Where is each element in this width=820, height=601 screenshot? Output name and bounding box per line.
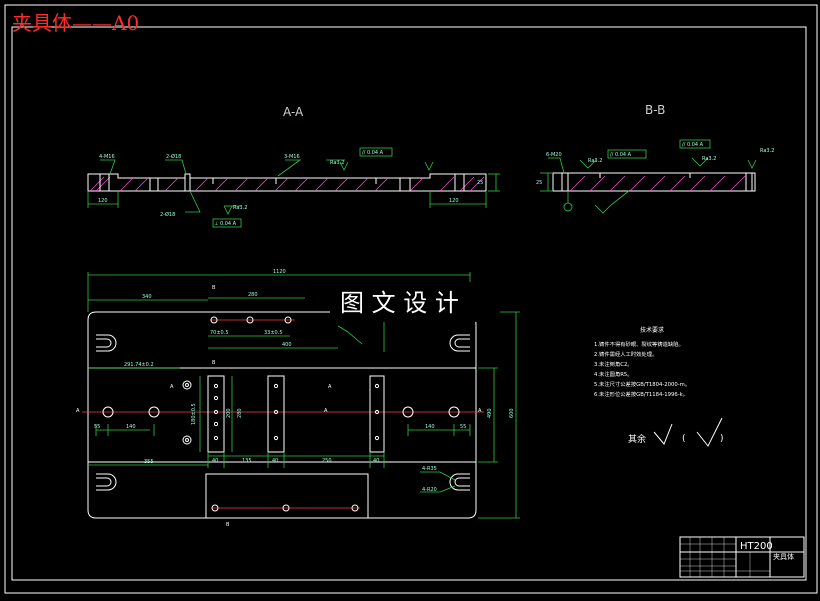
dim-strip-40a: 40 (212, 458, 218, 464)
material-label: HT200 (740, 541, 773, 552)
roughness-paren-close: ) (720, 434, 724, 444)
aa-dimensions (87, 147, 500, 228)
aa-hatch (89, 176, 485, 192)
dim-left-140: 140 (126, 424, 136, 430)
bb-body-outline (552, 172, 756, 192)
tech-line-6: 6.未注形位公差按GB/T1184-1996-k。 (594, 390, 688, 398)
u-slots (96, 334, 470, 491)
dim-height-490: 490 (487, 408, 493, 418)
dim-strip-200: 200 (226, 408, 232, 418)
tech-line-2: 2.铸件需经人工时效处理。 (594, 350, 657, 358)
dim-overall: 1120 (273, 269, 286, 275)
bb-holes (561, 172, 753, 192)
tech-line-4: 4.未注圆角R5。 (594, 370, 633, 378)
plan-dimension-texts: 1120 340 280 400 70±0.5 33±0.5 291.74±0.… (76, 269, 515, 528)
dim-mid-span: 280 (248, 292, 258, 298)
roughness-symbol-1 (653, 423, 673, 445)
dim-strip-135: 135 (242, 458, 252, 464)
label-a-top2: A (328, 384, 332, 390)
bb-roughness-far: Ra3.2 (760, 148, 774, 154)
tech-line-5: 5.未注尺寸公差按GB/T1804-2000-m。 (594, 380, 690, 388)
aa-height: 25 (477, 180, 483, 186)
part-name: 夹具体 (773, 552, 794, 561)
bb-hatch (569, 175, 746, 192)
bottom-block (205, 473, 369, 519)
label-b-mid: B (212, 360, 216, 366)
watermark-backdrop (330, 282, 500, 322)
roughness-paren-open: ( (682, 434, 686, 444)
locating-strips (207, 375, 385, 453)
roughness-symbol-2 (696, 417, 723, 447)
dim-left-55: 55 (94, 424, 100, 430)
label-a-mid: A (324, 408, 328, 414)
dim-strip-280: 280 (237, 408, 243, 418)
plan-view: 1120 340 280 400 70±0.5 33±0.5 291.74±0.… (76, 269, 520, 528)
inner-frame (11, 26, 807, 581)
aa-flatness-top: // 0.04 A (362, 150, 384, 156)
bb-roughness-left: Ra3.2 (588, 158, 602, 164)
technical-requirements: 技术要求 1.铸件不得有砂眼、裂纹等铸造缺陷。 2.铸件需经人工时效处理。 3.… (594, 326, 724, 447)
aa-width-left: 120 (98, 198, 108, 204)
outer-frame (4, 4, 818, 594)
dim-right-140: 140 (425, 424, 435, 430)
tech-heading: 技术要求 (640, 326, 664, 334)
aa-body-outline (87, 173, 487, 192)
bb-dimensions (540, 139, 757, 214)
label-a-top: A (170, 384, 174, 390)
label-b-top: B (212, 285, 216, 291)
tech-line-1: 1.铸件不得有砂眼、裂纹等铸造缺陷。 (594, 340, 684, 348)
aa-flatness-bottom: ⊥ 0.04 A (214, 221, 237, 227)
dim-bolt-offset: 291.74±0.2 (124, 362, 154, 368)
section-aa-label: A-A (283, 105, 304, 119)
dim-slot-span: 400 (282, 342, 292, 348)
aa-holes (99, 173, 465, 192)
bb-flatness-right: // 0.04 A (682, 142, 704, 148)
roughness-rest-label: 其余 (628, 433, 646, 445)
bb-roughness-right: Ra3.2 (702, 156, 716, 162)
dim-left-span: 340 (142, 294, 152, 300)
aa-holes-mid: 2-Ø18 (166, 153, 181, 160)
dim-side-height: 180±0.5 (191, 403, 197, 425)
label-a-right: A (478, 408, 482, 414)
title-block: HT200 夹具体 (679, 536, 805, 578)
aa-holes-bottom: 2-Ø18 (160, 211, 175, 218)
bb-flatness-left: // 0.04 A (610, 152, 632, 158)
bb-holes: 6-M20 (546, 152, 562, 158)
label-b-bottom: B (226, 522, 230, 528)
dim-strip-250: 250 (322, 458, 332, 464)
bb-height: 25 (536, 180, 542, 186)
aa-width-right: 120 (449, 198, 459, 204)
label-a-left: A (76, 408, 80, 414)
dim-strip-40c: 40 (373, 458, 379, 464)
sheet-title: 夹具体——A0 (12, 11, 139, 35)
dim-spacing-1: 70±0.5 (210, 330, 229, 336)
dim-strip-40b: 40 (272, 458, 278, 464)
section-aa: A-A (87, 105, 500, 228)
aa-holes-right: 3-M16 (284, 154, 300, 160)
aa-holes-left: 4-M16 (99, 154, 115, 160)
dim-holes-r20: 4-R20 (422, 487, 437, 493)
dim-right-55: 55 (460, 424, 466, 430)
dim-holes-r35: 4-R35 (422, 466, 437, 472)
aa-roughness-bottom: Ra3.2 (233, 205, 247, 211)
tech-line-3: 3.未注倒角C2。 (594, 360, 633, 368)
dim-height-600: 600 (509, 408, 515, 418)
aa-roughness-top: Ra3.2 (330, 160, 344, 166)
section-bb-label: B-B (645, 103, 665, 117)
dim-spacing-2: 33±0.5 (264, 330, 283, 336)
dim-row-355: 355 (144, 459, 154, 465)
center-holes (102, 316, 460, 445)
section-bb: B-B 6-M20 Ra3.2 (536, 103, 774, 214)
watermark: 图 文 设 计 (340, 289, 459, 317)
